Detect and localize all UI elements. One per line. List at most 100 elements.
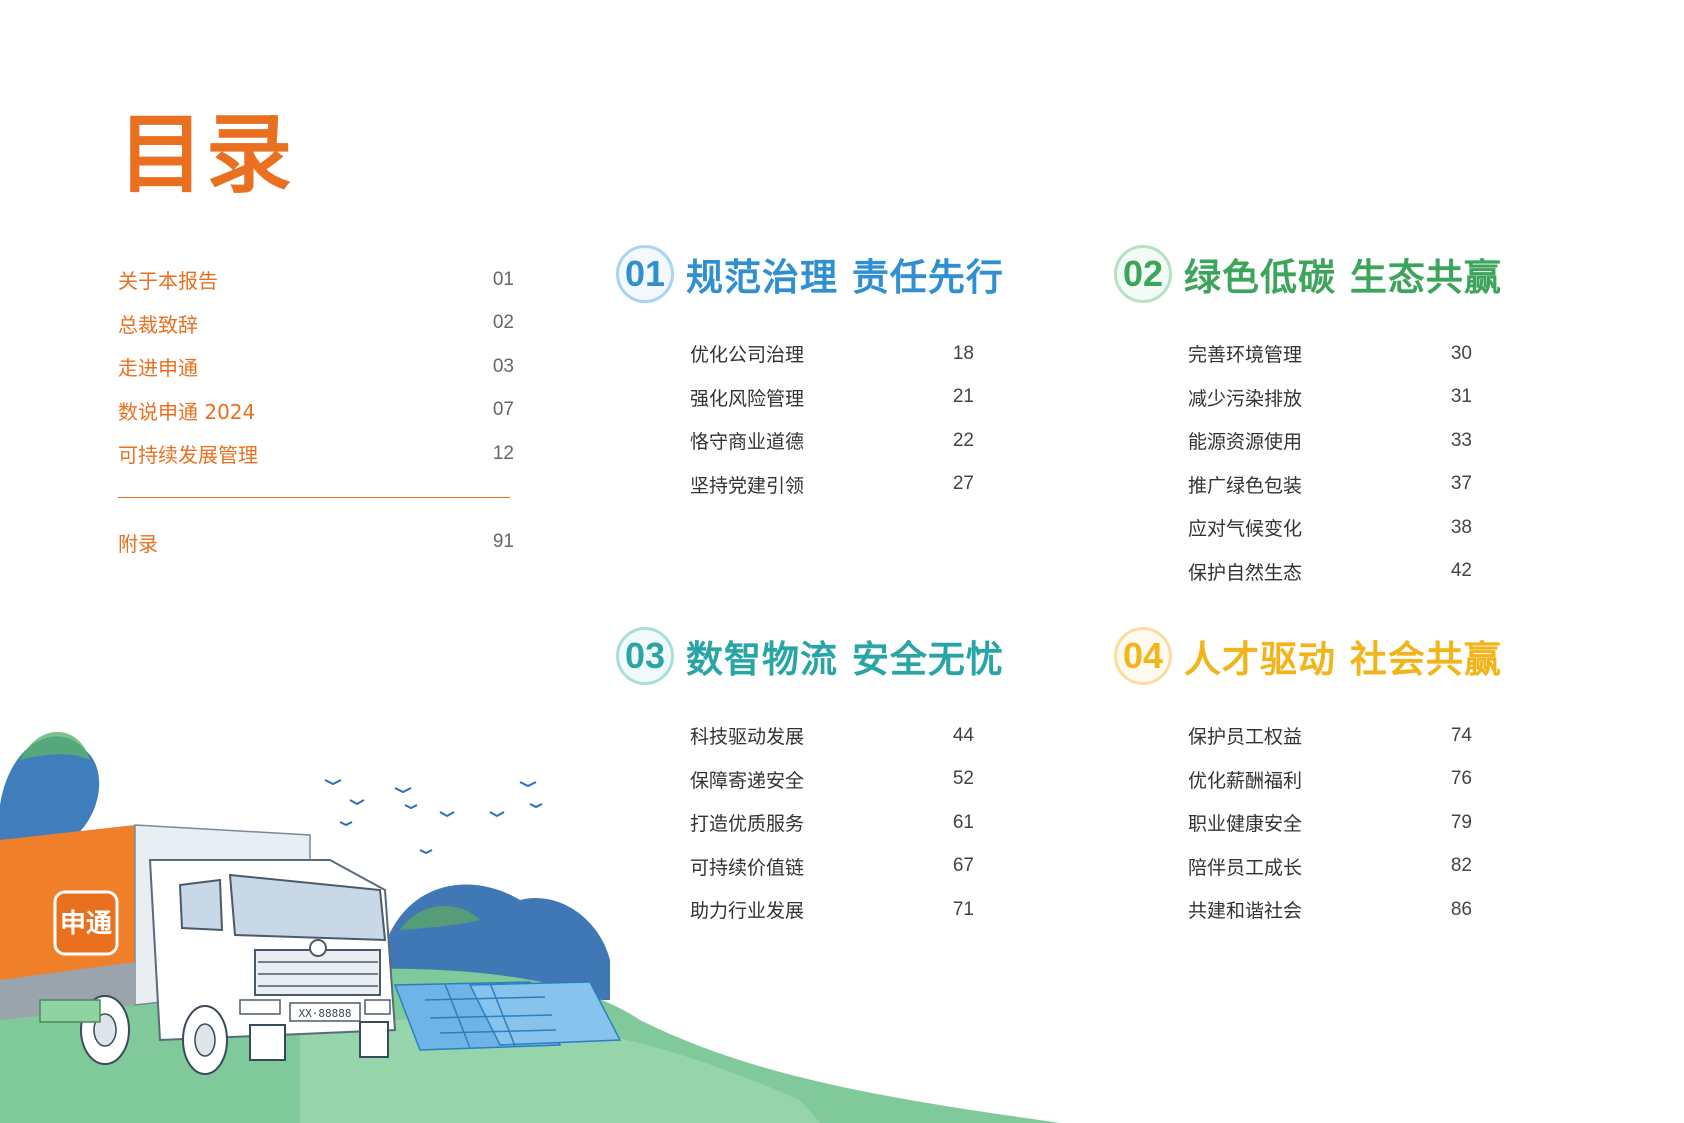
section-title: 人才驱动 社会共赢: [1184, 638, 1502, 681]
item-page: 71: [952, 898, 974, 920]
item-page: 86: [1450, 898, 1472, 920]
toc-row[interactable]: 数说申通 2024 07: [118, 389, 514, 433]
section-header[interactable]: 04 人才驱动 社会共赢: [1114, 622, 1502, 690]
item-page: 52: [952, 768, 974, 790]
item-label: 职业健康安全: [1188, 813, 1303, 836]
toc-row-appendix[interactable]: 附录 91: [118, 521, 514, 565]
toc-label: 数说申通 2024: [118, 399, 256, 424]
item-label: 共建和谐社会: [1188, 900, 1303, 923]
section-item[interactable]: 保护员工权益 74: [1188, 714, 1472, 758]
section-item[interactable]: 共建和谐社会 86: [1188, 888, 1472, 932]
section-item[interactable]: 科技驱动发展 44: [690, 714, 974, 758]
toc-label: 总裁致辞: [118, 312, 198, 337]
item-label: 科技驱动发展: [690, 726, 805, 749]
toc-page: 12: [492, 442, 514, 464]
item-page: 21: [952, 386, 974, 408]
toc-label: 附录: [118, 531, 158, 556]
item-page: 79: [1450, 811, 1472, 833]
section-item[interactable]: 职业健康安全 79: [1188, 801, 1472, 845]
section-item[interactable]: 完善环境管理 30: [1188, 332, 1472, 376]
item-label: 打造优质服务: [690, 813, 805, 836]
section-item[interactable]: 强化风险管理 21: [690, 376, 974, 420]
section-item[interactable]: 坚持党建引领 27: [690, 463, 974, 507]
item-page: 67: [952, 855, 974, 877]
item-label: 恪守商业道德: [690, 431, 805, 454]
item-page: 38: [1450, 516, 1472, 538]
item-page: 27: [952, 473, 974, 495]
item-label: 保护员工权益: [1188, 726, 1303, 749]
solar-panels: [393, 981, 622, 1051]
item-page: 30: [1450, 342, 1472, 364]
toc-page: 91: [492, 531, 514, 553]
section-number-badge: 01: [616, 245, 674, 303]
item-label: 保护自然生态: [1188, 561, 1303, 584]
item-page: 82: [1450, 855, 1472, 877]
section-number-badge: 02: [1114, 245, 1172, 303]
section-item[interactable]: 减少污染排放 31: [1188, 376, 1472, 420]
item-page: 37: [1450, 473, 1472, 495]
item-page: 76: [1450, 768, 1472, 790]
green-bush-right: [400, 906, 480, 930]
section-title: 数智物流 安全无忧: [686, 638, 1004, 681]
green-bush-left: [20, 731, 90, 760]
toc-page: 02: [492, 312, 514, 334]
page-title: 目录: [118, 105, 294, 205]
section-item[interactable]: 推广绿色包装 37: [1188, 463, 1472, 507]
item-page: 18: [952, 342, 974, 364]
item-label: 强化风险管理: [690, 387, 805, 410]
toc-row[interactable]: 总裁致辞 02: [118, 302, 514, 346]
item-label: 保障寄递安全: [690, 769, 805, 792]
section-item[interactable]: 可持续价值链 67: [690, 845, 974, 889]
truck-illustration: 申通 XX·88888: [0, 731, 1060, 1123]
toc-label: 可持续发展管理: [118, 443, 258, 468]
item-label: 应对气候变化: [1188, 518, 1303, 541]
item-label: 能源资源使用: [1188, 431, 1303, 454]
section-item[interactable]: 应对气候变化 38: [1188, 506, 1472, 550]
item-label: 完善环境管理: [1188, 344, 1303, 367]
section-item[interactable]: 保护自然生态 42: [1188, 550, 1472, 594]
item-page: 22: [952, 429, 974, 451]
section-item[interactable]: 助力行业发展 71: [690, 888, 974, 932]
item-page: 74: [1450, 724, 1472, 746]
section-header[interactable]: 02 绿色低碳 生态共赢: [1114, 240, 1502, 308]
license-plate-text: XX·88888: [299, 1007, 352, 1020]
item-page: 42: [1450, 560, 1472, 582]
intro-toc: 关于本报告 01 总裁致辞 02 走进申通 03 数说申通 2024 07 可持…: [118, 258, 514, 564]
section-item[interactable]: 恪守商业道德 22: [690, 419, 974, 463]
item-label: 坚持党建引领: [690, 474, 805, 497]
item-label: 助力行业发展: [690, 900, 805, 923]
toc-divider: [118, 496, 510, 498]
section-title: 绿色低碳 生态共赢: [1184, 256, 1502, 299]
item-page: 61: [952, 811, 974, 833]
section-item[interactable]: 保障寄递安全 52: [690, 758, 974, 802]
birds: [324, 779, 543, 855]
section-item[interactable]: 优化薪酬福利 76: [1188, 758, 1472, 802]
section-item[interactable]: 打造优质服务 61: [690, 801, 974, 845]
section-header[interactable]: 01 规范治理 责任先行: [616, 240, 1004, 308]
toc-row[interactable]: 可持续发展管理 12: [118, 432, 514, 476]
item-label: 优化薪酬福利: [1188, 769, 1303, 792]
toc-row[interactable]: 走进申通 03: [118, 345, 514, 389]
item-page: 44: [952, 724, 974, 746]
section-item[interactable]: 能源资源使用 33: [1188, 419, 1472, 463]
license-plate: [289, 1002, 361, 1022]
blue-bush-left: [0, 736, 100, 850]
toc-row[interactable]: 关于本报告 01: [118, 258, 514, 302]
shentong-logo-icon: [53, 890, 119, 956]
section-item[interactable]: 优化公司治理 18: [690, 332, 974, 376]
section-number-badge: 03: [616, 627, 674, 685]
item-label: 减少污染排放: [1188, 387, 1303, 410]
item-page: 33: [1450, 429, 1472, 451]
item-label: 可持续价值链: [690, 856, 805, 879]
toc-label: 走进申通: [118, 356, 198, 381]
toc-page: 07: [492, 399, 514, 421]
item-label: 优化公司治理: [690, 344, 805, 367]
item-label: 推广绿色包装: [1188, 474, 1303, 497]
section-header[interactable]: 03 数智物流 安全无忧: [616, 622, 1004, 690]
item-page: 31: [1450, 386, 1472, 408]
